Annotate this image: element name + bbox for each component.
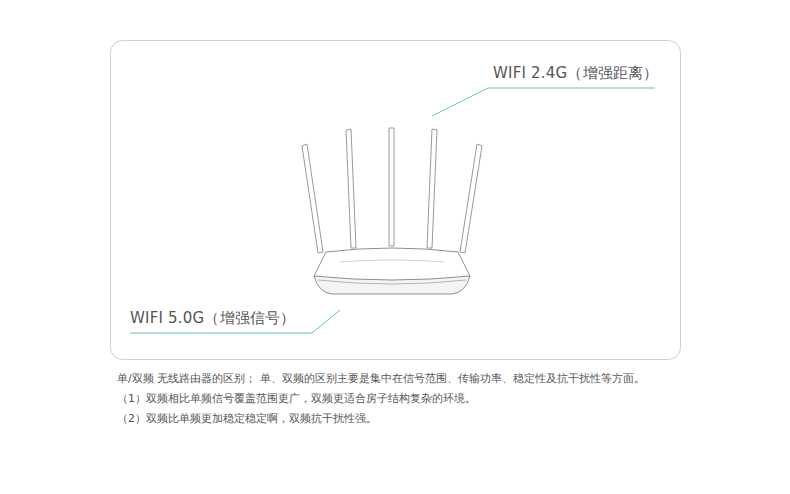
router-body: [314, 248, 470, 294]
panel-frame: [111, 41, 681, 360]
note-text: （1）双频相比单频信号覆盖范围更广，双频更适合房子结构复杂的环境。: [117, 391, 476, 406]
note-text: （2）双频比单频更加稳定稳定啊，双频抗干扰性强。: [117, 411, 377, 426]
band-label: WIFI 2.4G（增强距离）: [493, 64, 659, 83]
leader-lines: [130, 88, 655, 333]
antennas: [302, 128, 482, 253]
note-text: 单/双频 无线路由器的区别； 单、双频的区别主要是集中在信号范围、传输功率、稳定…: [117, 371, 645, 386]
band-label: WIFI 5.0G（增强信号）: [130, 309, 296, 328]
